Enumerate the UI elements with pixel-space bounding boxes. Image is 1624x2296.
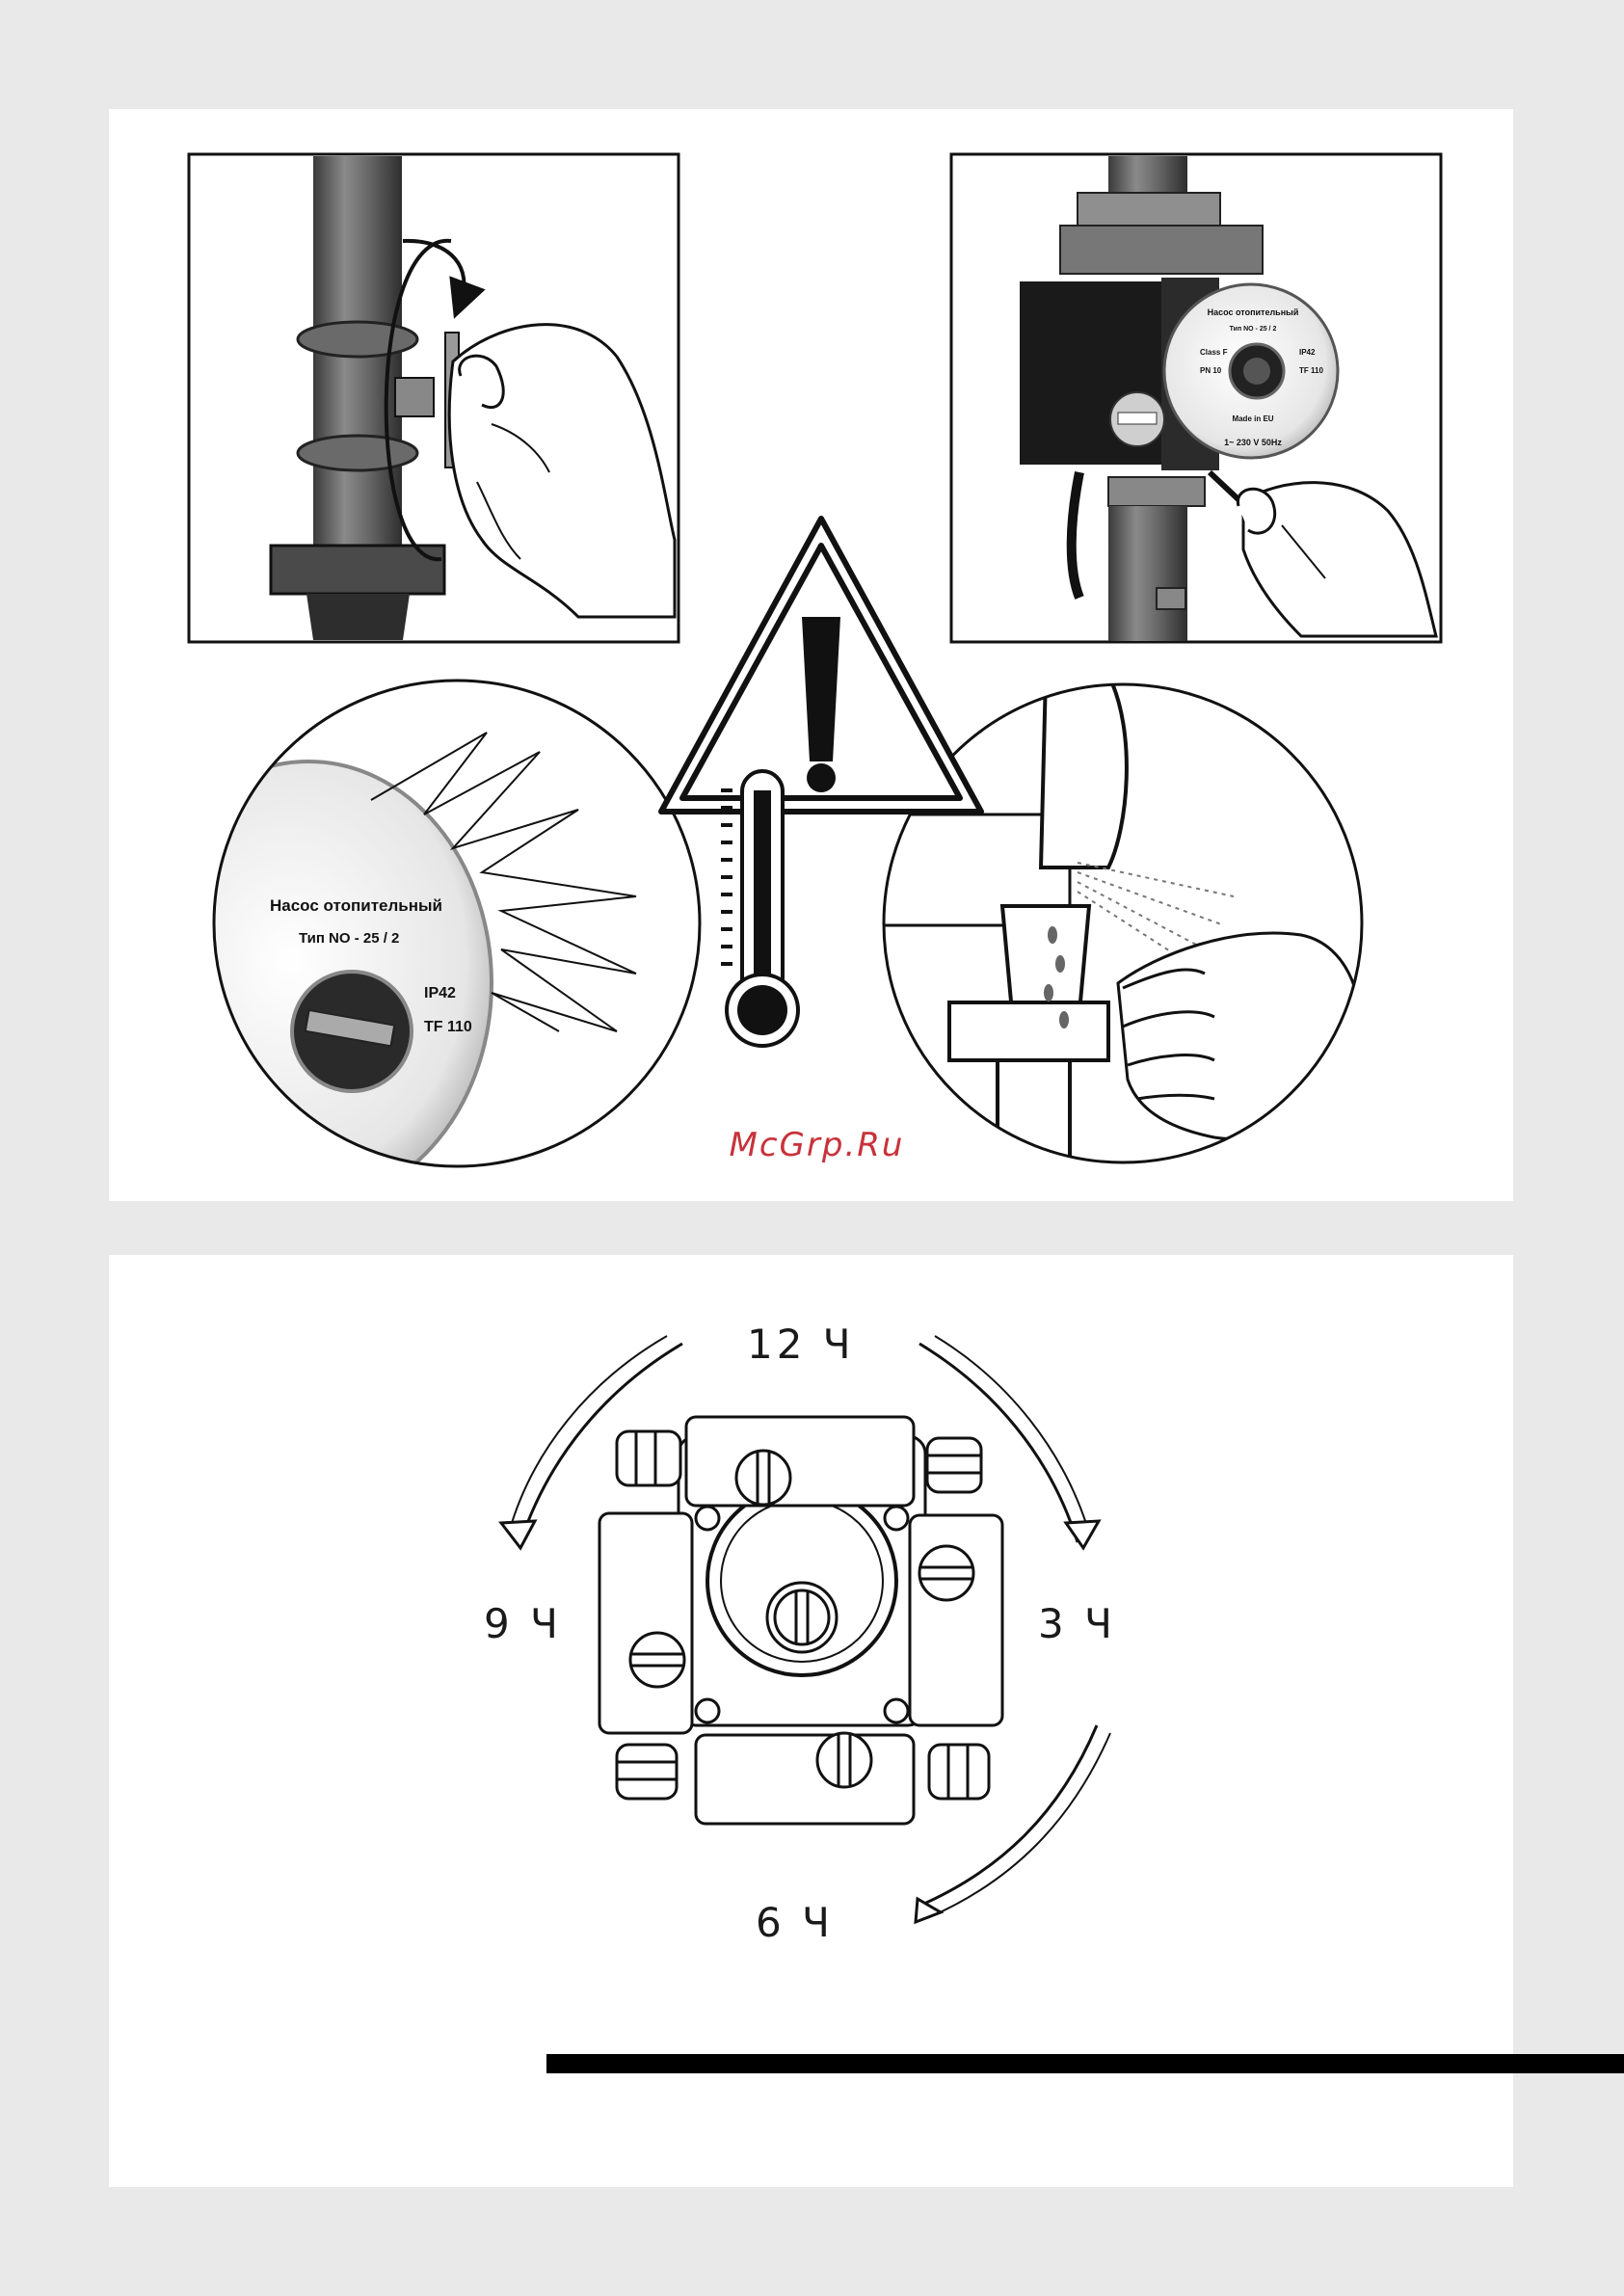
pump-label-tf: TF 110: [1299, 366, 1323, 375]
hot-label-tf: TF 110: [424, 1019, 472, 1035]
pump-vent-illustration: Насос отопительный Тип NO - 25 / 2 Class…: [951, 154, 1441, 642]
clock-label-9: 9 Ч: [484, 1600, 562, 1647]
pump-label-title: Насос отопительный: [1208, 307, 1299, 317]
warning-icon: [661, 519, 981, 812]
valve-turn-illustration: [189, 154, 679, 642]
clock-label-6: 6 Ч: [756, 1899, 834, 1946]
pump-label-type: Тип NO - 25 / 2: [1230, 326, 1277, 333]
pump-label-power: 1~ 230 V 50Hz: [1224, 438, 1282, 447]
clock-label-3: 3 Ч: [1038, 1600, 1116, 1647]
hot-label-title: Насос отопительный: [270, 896, 442, 915]
hot-label-type: Тип NO - 25 / 2: [299, 930, 399, 947]
clock-label-12: 12 Ч: [747, 1321, 855, 1368]
watermark-text: McGrp.Ru: [718, 1126, 916, 1164]
pump-orientation-diagram: [501, 1336, 1110, 1922]
hot-pump-illustration: Насос отопительный Тип NO - 25 / 2 IP42 …: [125, 681, 700, 1205]
hot-label-ip: IP42: [424, 985, 456, 1001]
pump-label-made: Made in EU: [1232, 414, 1273, 423]
pump-label-class: Class F: [1200, 348, 1228, 357]
pump-label-pn: PN 10: [1200, 366, 1222, 375]
horizontal-rule: [546, 2054, 1624, 2073]
pump-label-ip: IP42: [1299, 348, 1316, 357]
